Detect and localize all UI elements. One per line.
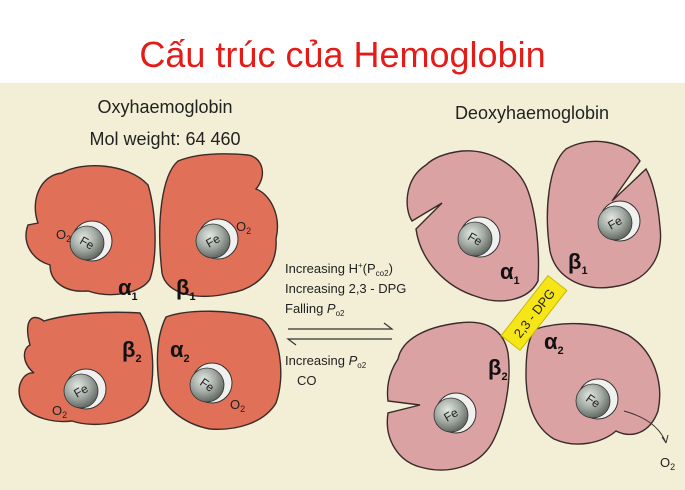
equilibrium-conditions: Increasing H+(Pco2) Increasing 2,3 - DPG… [285,261,406,388]
deoxy-label-alpha2: α2 [544,329,564,357]
oxy-beta2-subunit [18,311,154,426]
oxy-label-beta2: β2 [122,337,142,365]
forward-arrow [288,322,394,330]
svg-text:Fe: Fe [605,213,624,232]
oxy-label-alpha1: α1 [118,275,138,303]
svg-text:Fe: Fe [465,229,484,248]
oxy-heme-alpha2: Fe [189,362,233,404]
slide-title: Cấu trúc của Hemoglobin [139,34,546,75]
oxy-label-beta1: β1 [176,275,196,303]
deoxy-heme-alpha1: Fe [457,216,501,258]
oxy-label-alpha2: α2 [170,337,190,365]
deoxy-o2-released: O2 [660,455,675,472]
oxy-o2-beta2: O2 [52,403,67,420]
forward-condition-1: Increasing H+(Pco2) [285,261,393,278]
oxy-o2-alpha1: O2 [56,227,71,244]
diagram-panel: Oxyhaemoglobin Mol weight: 64 460 Fe Fe … [0,83,685,490]
svg-text:Fe: Fe [77,233,96,252]
o2-release-arrow [623,410,669,444]
reverse-condition-2: CO [297,373,317,388]
deoxy-heme-beta2: Fe [433,392,477,434]
deoxy-title: Deoxyhaemoglobin [455,103,609,123]
svg-text:Fe: Fe [203,231,222,250]
reverse-condition-1: Increasing Po2 [285,353,367,370]
forward-condition-3: Falling Po2 [285,301,345,318]
reverse-arrow [286,338,392,346]
oxy-subunits [18,153,282,430]
deoxy-heme-alpha2: Fe [575,378,619,420]
forward-condition-2: Increasing 2,3 - DPG [285,281,406,296]
hemoglobin-diagram: Oxyhaemoglobin Mol weight: 64 460 Fe Fe … [18,97,675,472]
deoxy-heme-beta1: Fe [597,200,641,242]
svg-text:Fe: Fe [71,381,90,400]
oxy-o2-alpha2: O2 [230,397,245,414]
oxy-o2-beta1: O2 [236,219,251,236]
deoxy-label-alpha1: α1 [500,259,520,287]
oxy-heme-beta1: Fe [195,218,239,260]
deoxy-label-beta2: β2 [488,355,508,383]
svg-text:Fe: Fe [441,405,460,424]
deoxy-label-beta1: β1 [568,249,588,277]
oxy-title: Oxyhaemoglobin [97,97,232,117]
oxy-mol-weight: Mol weight: 64 460 [89,129,240,149]
oxy-heme-beta2: Fe [63,368,107,410]
oxy-heme-alpha1: Fe [69,220,113,262]
